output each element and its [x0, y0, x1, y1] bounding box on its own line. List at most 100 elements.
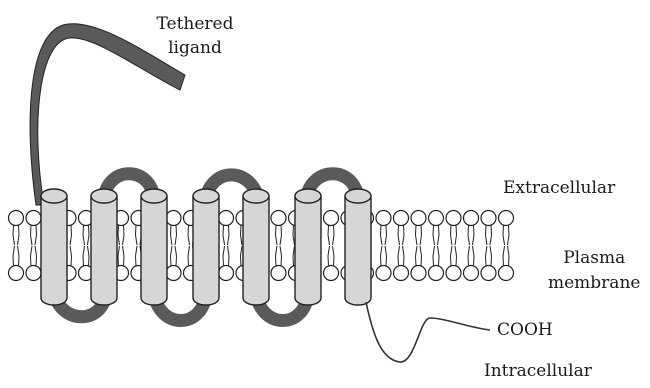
transmembrane-helix-4 — [193, 189, 219, 305]
lipid-tail-bottom — [13, 246, 15, 266]
lipid-head-bottom — [166, 266, 181, 281]
lipid-tail-bottom — [35, 246, 37, 266]
lipid-tail-top — [31, 225, 33, 245]
lipid-tail-top — [18, 225, 20, 245]
lipid-tail-bottom — [276, 246, 278, 266]
transmembrane-helix-2 — [91, 189, 117, 305]
c-terminal-tail — [366, 302, 490, 362]
lipid-tail-top — [455, 225, 457, 245]
lipid-tail-bottom — [70, 246, 72, 266]
intracellular-label: Intracellular — [484, 363, 592, 380]
lipid-head-bottom — [271, 266, 286, 281]
lipid-head-bottom — [394, 266, 409, 281]
lipid-tail-bottom — [241, 246, 243, 266]
transmembrane-helix-1 — [41, 189, 67, 305]
helix-top-cap — [91, 189, 117, 203]
lipid-tail-bottom — [171, 246, 173, 266]
lipid-tail-top — [88, 225, 90, 245]
lipid-tail-top — [175, 225, 177, 245]
lipid-tail-bottom — [333, 246, 335, 266]
transmembrane-helices — [41, 189, 371, 305]
lipid-tail-bottom — [473, 246, 475, 266]
lipid-tail-top — [473, 225, 475, 245]
lipid-tail-top — [83, 225, 85, 245]
lipid-tail-bottom — [280, 246, 282, 266]
helix-body — [141, 196, 167, 305]
lipid-head-top — [499, 211, 514, 226]
lipid-tail-top — [486, 225, 488, 245]
lipid-tail-top — [228, 225, 230, 245]
lipid-tail-bottom — [31, 246, 33, 266]
tethered-ligand-label-line2: ligand — [150, 36, 240, 60]
lipid-head-top — [481, 211, 496, 226]
lipid-head-top — [429, 211, 444, 226]
lipid-tail-top — [508, 225, 510, 245]
lipid-tail-bottom — [293, 246, 295, 266]
lipid-tail-top — [136, 225, 138, 245]
lipid-tail-top — [420, 225, 422, 245]
lipid-head-bottom — [9, 266, 24, 281]
lipid-head-top — [376, 211, 391, 226]
lipid-tail-top — [123, 225, 125, 245]
lipid-head-bottom — [499, 266, 514, 281]
lipid-head-bottom — [429, 266, 444, 281]
helix-body — [243, 196, 269, 305]
lipid-tail-top — [468, 225, 470, 245]
lipid-tail-top — [438, 225, 440, 245]
helix-body — [345, 196, 371, 305]
lipid-head-top — [9, 211, 24, 226]
lipid-tail-top — [188, 225, 190, 245]
lipid-tail-bottom — [118, 246, 120, 266]
lipid-tail-bottom — [490, 246, 492, 266]
lipid-head-top — [464, 211, 479, 226]
lipid-tail-bottom — [123, 246, 125, 266]
transmembrane-helix-6 — [295, 189, 321, 305]
lipid-head-bottom — [324, 266, 339, 281]
lipid-tail-bottom — [420, 246, 422, 266]
lipid-tail-bottom — [468, 246, 470, 266]
lipid-tail-bottom — [83, 246, 85, 266]
extracellular-label: Extracellular — [503, 180, 615, 197]
tethered-ligand-label-line1: Tethered — [150, 12, 240, 36]
lipid-head-bottom — [26, 266, 41, 281]
helix-top-cap — [141, 189, 167, 203]
lipid-tail-bottom — [403, 246, 405, 266]
lipid-tail-bottom — [188, 246, 190, 266]
lipid-head-top — [394, 211, 409, 226]
lipid-tail-bottom — [508, 246, 510, 266]
lipid-head-bottom — [446, 266, 461, 281]
lipid-head-top — [271, 211, 286, 226]
lipid-tail-top — [223, 225, 225, 245]
helix-top-cap — [345, 189, 371, 203]
lipid-head-bottom — [219, 266, 234, 281]
lipid-tail-top — [333, 225, 335, 245]
lipid-tail-bottom — [433, 246, 435, 266]
lipid-head-bottom — [411, 266, 426, 281]
helix-body — [91, 196, 117, 305]
lipid-tail-bottom — [385, 246, 387, 266]
lipid-tail-top — [13, 225, 15, 245]
lipid-tail-top — [381, 225, 383, 245]
lipid-tail-top — [385, 225, 387, 245]
lipid-head-top — [26, 211, 41, 226]
lipid-head-top — [324, 211, 339, 226]
lipid-head-bottom — [481, 266, 496, 281]
lipid-head-top — [166, 211, 181, 226]
plasma-membrane-label-line1: Plasma — [548, 246, 640, 271]
lipid-tail-bottom — [88, 246, 90, 266]
lipid-tail-top — [490, 225, 492, 245]
transmembrane-helix-3 — [141, 189, 167, 305]
helix-top-cap — [193, 189, 219, 203]
lipid-tail-top — [328, 225, 330, 245]
lipid-tail-top — [241, 225, 243, 245]
lipid-tail-bottom — [175, 246, 177, 266]
transmembrane-helix-5 — [243, 189, 269, 305]
lipid-tail-top — [451, 225, 453, 245]
lipid-tail-top — [70, 225, 72, 245]
helix-top-cap — [243, 189, 269, 203]
tethered-ligand-label: Tethered ligand — [150, 12, 240, 60]
lipid-tail-bottom — [136, 246, 138, 266]
helix-body — [295, 196, 321, 305]
helix-body — [193, 196, 219, 305]
